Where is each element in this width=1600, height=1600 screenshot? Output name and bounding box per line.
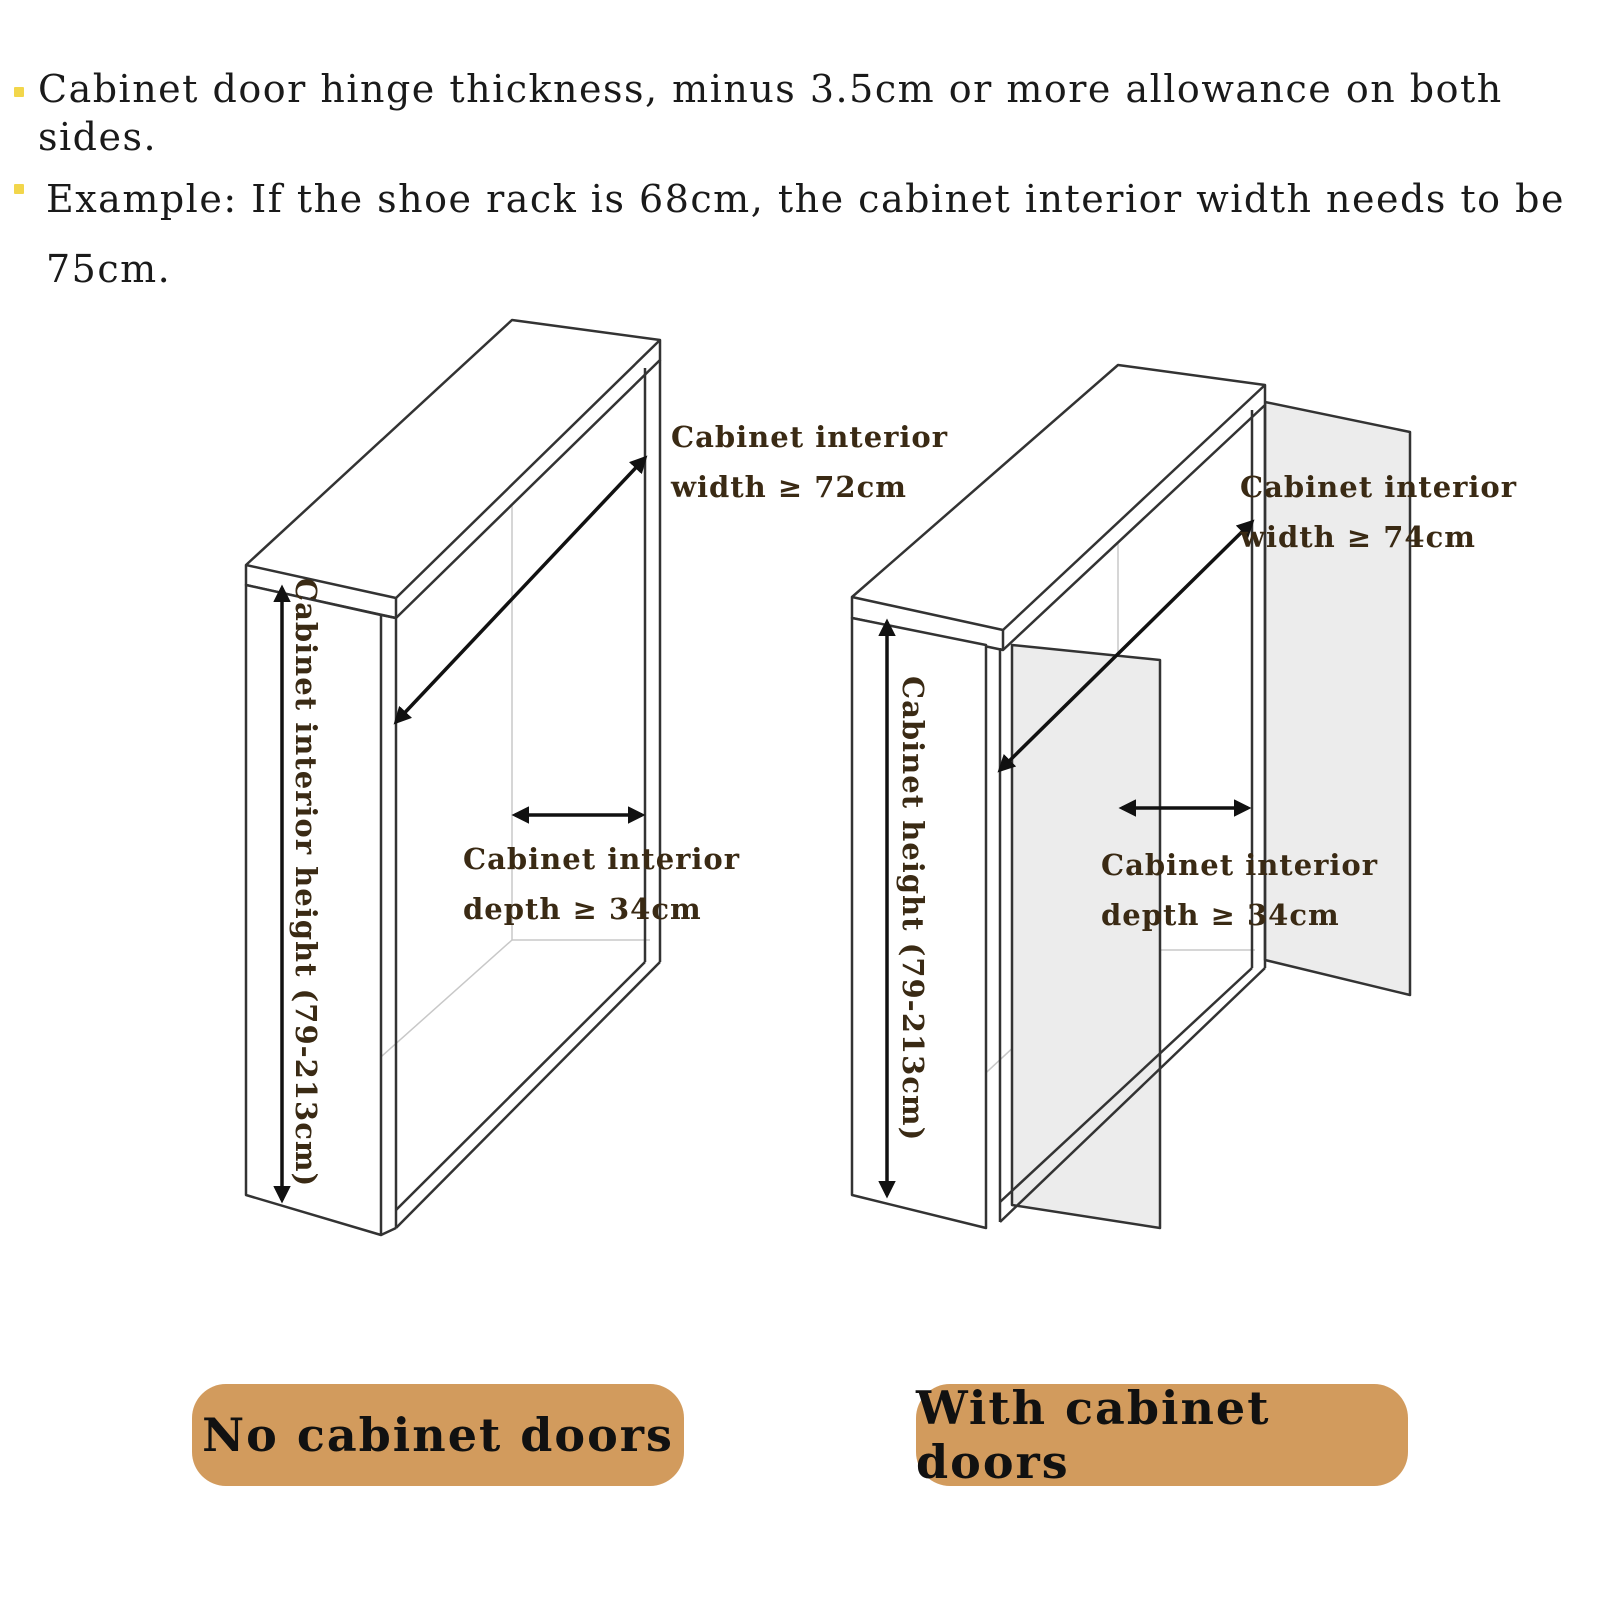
with-doors-caption: With cabinet doors (916, 1381, 1408, 1489)
bullet-marker (14, 87, 24, 97)
hinge-allowance-note: Cabinet door hinge thickness, minus 3.5c… (38, 67, 1503, 159)
right-width-label-line2: width ≥ 74cm (1239, 520, 1476, 554)
bullet-marker (14, 184, 24, 194)
left-dimension-arrows (273, 455, 648, 1204)
no-doors-caption: No cabinet doors (192, 1384, 684, 1486)
right-dimension-arrows (878, 519, 1255, 1199)
right-depth-label-line2: depth ≥ 34cm (1101, 898, 1340, 932)
left-width-label-line2: width ≥ 72cm (670, 470, 907, 504)
right-width-arrow (997, 519, 1255, 773)
left-width-label-line1: Cabinet interior (671, 420, 948, 454)
left-width-arrow (393, 455, 648, 725)
left-depth-label-line2: depth ≥ 34cm (463, 892, 702, 926)
left-height-label: Cabinet interior height (79-213cm) (289, 578, 323, 1187)
right-width-label-line1: Cabinet interior (1240, 470, 1517, 504)
example-note: Example: If the shoe rack is 68cm, the c… (46, 177, 1565, 291)
left-depth-label-line1: Cabinet interior (463, 842, 740, 876)
right-depth-label-line1: Cabinet interior (1101, 848, 1378, 882)
right-height-label: Cabinet height (79-213cm) (896, 676, 930, 1141)
